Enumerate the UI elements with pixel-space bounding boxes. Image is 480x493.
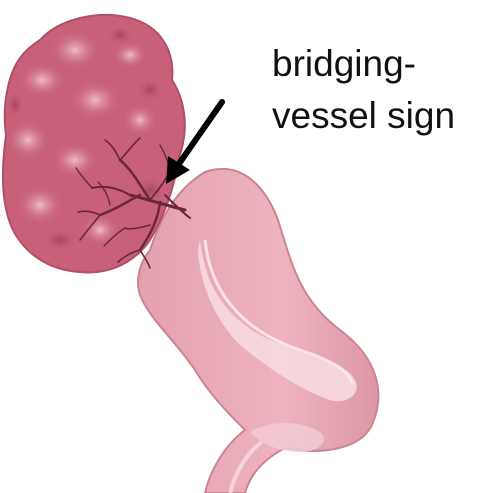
- bridging-vessel-sign-label: bridging- vessel sign: [272, 38, 472, 142]
- label-line-1: bridging-: [272, 38, 472, 90]
- label-line-2: vessel sign: [272, 90, 472, 142]
- uterus-body: [138, 169, 378, 493]
